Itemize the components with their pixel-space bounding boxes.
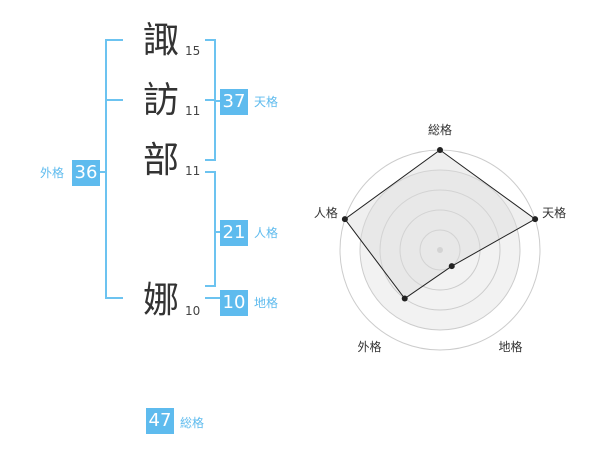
jinkaku-value-badge: 21 [220, 220, 248, 246]
jinkaku-bracket-vertical [214, 99, 216, 161]
radar-point-4 [401, 295, 408, 302]
tenkaku-bracket-top [205, 39, 215, 41]
tenkaku-value-badge: 37 [220, 89, 248, 115]
radar-point-5 [341, 216, 348, 223]
stroke-count-2: 11 [185, 104, 201, 118]
name-char-2: 訪 [142, 80, 179, 121]
chikaku-connector [205, 297, 221, 299]
radar-axis-label-5: 人格 [314, 205, 338, 220]
radar-axis-label-3: 地格 [499, 339, 523, 354]
soukaku-label: 総格 [180, 416, 205, 430]
tenkaku-connector [215, 100, 221, 102]
name-char-3: 部 [142, 140, 179, 181]
tenkaku-bracket-vertical [214, 39, 216, 101]
radar-polygon [344, 149, 537, 300]
stroke-count-3: 11 [185, 164, 201, 178]
gaikaku-value-badge: 36 [72, 160, 100, 186]
tenkaku-label: 天格 [254, 95, 279, 109]
radar-center [437, 247, 443, 253]
name-char-4: 娜 [142, 280, 179, 321]
gaikaku-bracket-vertical [105, 39, 107, 299]
name-char-1: 諏 [142, 20, 179, 61]
radar-axis-label-2: 天格 [542, 205, 566, 220]
stroke-count-1: 15 [185, 44, 201, 58]
gaikaku-connector [100, 171, 106, 173]
stroke-count-4: 10 [185, 304, 201, 318]
jinkaku-bracket-bottom [205, 159, 215, 161]
gaikaku-label: 外格 [40, 166, 65, 180]
radar-point-3 [448, 263, 455, 270]
soukaku-value-badge: 47 [146, 408, 174, 434]
radar-axis-label-4: 外格 [357, 339, 381, 354]
gaikaku-bracket-top [105, 39, 123, 41]
chikaku-bracket-top [205, 171, 215, 173]
chikaku-bracket-vertical [214, 171, 216, 287]
radar-axis-label-1: 総格 [428, 122, 452, 137]
gaikaku-bracket-mid [105, 99, 123, 101]
chikaku-bracket-bottom [205, 285, 215, 287]
chikaku-value-badge: 10 [220, 290, 248, 316]
radar-point-1 [437, 147, 443, 153]
jinkaku-bracket-top [205, 99, 215, 101]
jinkaku-connector [215, 231, 221, 233]
radar-point-2 [532, 216, 539, 223]
jinkaku-label: 人格 [254, 226, 279, 240]
chikaku-label: 地格 [254, 296, 279, 310]
gaikaku-bracket-bottom [105, 297, 123, 299]
